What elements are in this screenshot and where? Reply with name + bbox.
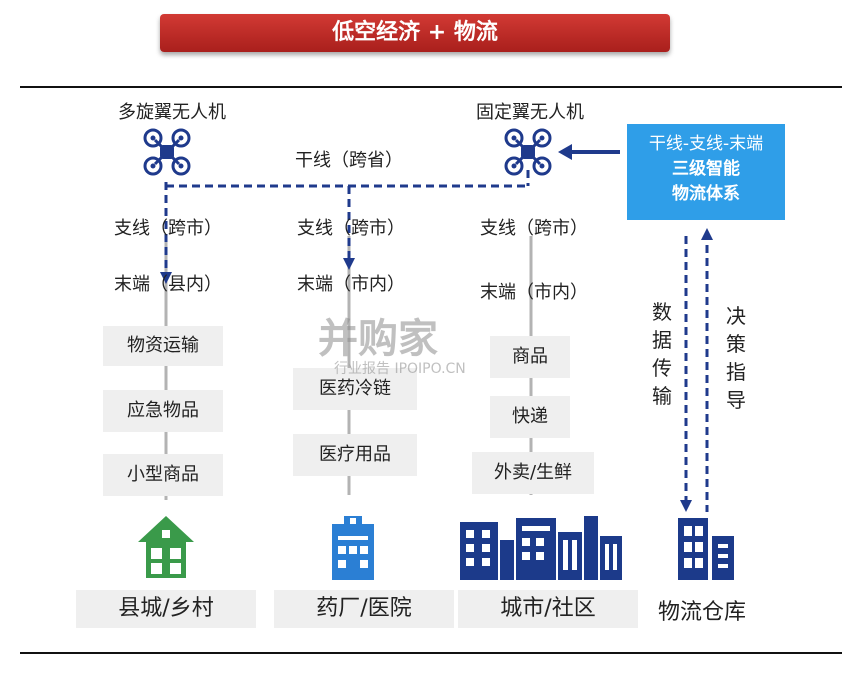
bottom-divider [20,652,842,654]
multirotor-drone-label: 多旋翼无人机 [118,102,226,123]
trunk-route-label: 干线（跨省） [295,150,403,171]
cargo-item: 应急物品 [103,390,223,432]
branch-label-2: 支线（跨市） [297,218,405,239]
cargo-item: 外卖/生鲜 [472,452,594,494]
destination-label: 药厂/医院 [274,590,454,628]
watermark-brand: 并购家 [318,316,438,362]
fixedwing-drone-icon [504,128,552,176]
multirotor-drone-icon [143,128,191,176]
destination-label: 城市/社区 [458,590,638,628]
cargo-item: 快递 [490,396,570,438]
house-icon [138,516,194,578]
cargo-item: 医药冷链 [293,368,417,410]
cargo-item: 物资运输 [103,326,223,366]
data-transfer-label: 数据传输 [652,300,672,408]
cargo-item: 商品 [490,336,570,378]
page-title: 低空经济 + 物流 [160,14,670,52]
cargo-item: 医疗用品 [293,434,417,476]
terminal-label-2: 末端（市内） [297,274,405,295]
decision-guide-label: 决策指导 [726,304,746,412]
cargo-item: 小型商品 [103,454,223,496]
hospital-building-icon [332,516,374,580]
fixedwing-drone-label: 固定翼无人机 [476,102,584,123]
system-line-2: 三级智能 [672,159,740,179]
branch-label-3: 支线（跨市） [480,218,588,239]
system-line-3: 物流体系 [672,184,740,204]
logistics-system-box: 干线-支线-末端 三级智能 物流体系 [627,124,785,220]
watermark-subtext: 行业报告 IPOIPO.CN [334,361,466,377]
warehouse-building-icon [678,518,734,580]
branch-label-1: 支线（跨市） [114,218,222,239]
city-buildings-icon [460,516,622,580]
terminal-label-1: 末端（县内） [114,274,222,295]
system-line-1: 干线-支线-末端 [648,134,764,154]
top-divider [20,86,842,88]
warehouse-label: 物流仓库 [658,600,747,625]
terminal-label-3: 末端（市内） [480,282,588,303]
destination-label: 县城/乡村 [76,590,256,628]
